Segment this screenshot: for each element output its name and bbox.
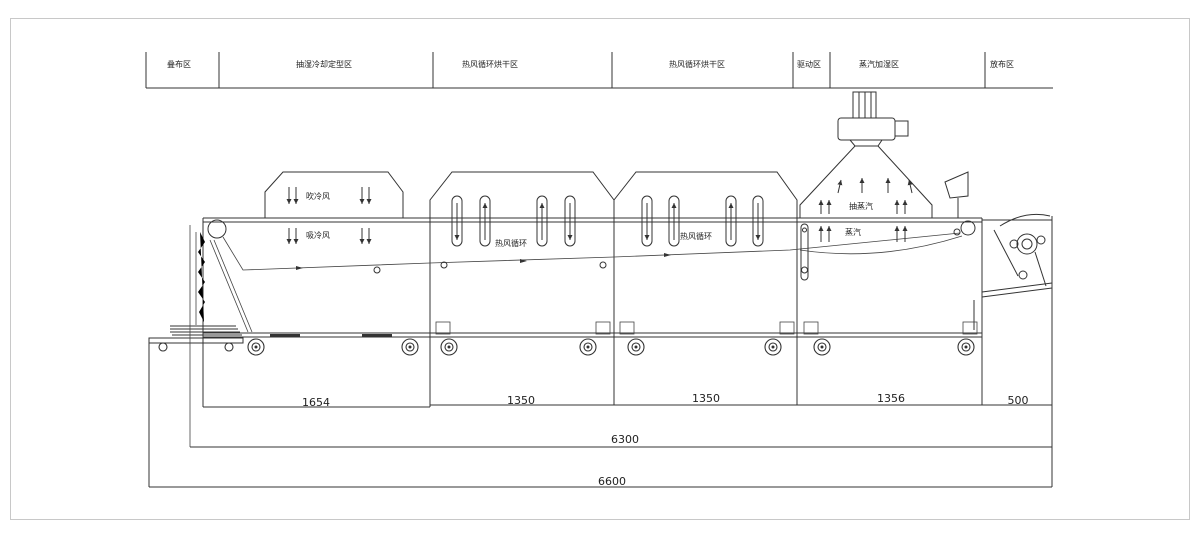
entry-roller — [207, 219, 381, 274]
zone-label-drive: 驱动区 — [797, 59, 821, 69]
frame-border — [10, 18, 1190, 520]
steam-label: 蒸汽 — [845, 227, 861, 237]
dimension-unload-section: 500 — [1008, 394, 1029, 407]
zone-label-folding: 叠布区 — [167, 59, 191, 69]
cloth-folder — [189, 225, 253, 447]
dimension-overall-length: 6600 — [598, 475, 626, 488]
steam-exhaust-unit — [837, 91, 909, 147]
drive-chain — [800, 223, 809, 281]
zone-label-drying-1: 热风循环烘干区 — [462, 59, 518, 69]
table-wheel — [158, 342, 234, 352]
cooling-hood — [264, 171, 404, 219]
zone-label-steam-humidifying: 蒸汽加湿区 — [859, 59, 899, 69]
hot-air-circulation-label-2: 热风循环 — [680, 231, 712, 241]
drying-hood-2 — [613, 171, 798, 219]
dimension-cooling-section: 1654 — [302, 396, 330, 409]
hot-air-loops-1 — [451, 195, 576, 247]
dimension-lines — [149, 404, 1052, 488]
guide-rollers-1 — [440, 261, 607, 269]
zone-label-unloading: 放布区 — [990, 59, 1014, 69]
hot-air-loops-2 — [641, 195, 764, 247]
dimension-steam-section: 1356 — [877, 392, 905, 405]
steam-up-arrows — [818, 178, 913, 242]
cold-air-down-arrows — [286, 187, 372, 244]
suck-cold-air-label: 吸冷风 — [306, 230, 330, 240]
folding-table — [148, 325, 244, 487]
hot-air-arrows-1 — [454, 203, 573, 240]
zone-header — [145, 52, 1053, 89]
extract-steam-label: 抽蒸汽 — [849, 201, 873, 211]
bottom-plate — [270, 334, 300, 337]
dimension-machine-length: 6300 — [611, 433, 639, 446]
dimension-drying-section-2: 1350 — [692, 392, 720, 405]
zone-label-drying-2: 热风循环烘干区 — [669, 59, 725, 69]
belt-direction-arrows — [296, 253, 671, 270]
wheel-brackets — [435, 321, 978, 335]
dimension-drying-section-1: 1350 — [507, 394, 535, 407]
zone-label-cooling-setting: 抽湿冷却定型区 — [296, 59, 352, 69]
steam-nozzle — [944, 171, 976, 236]
machine-wheels — [247, 338, 975, 356]
hot-air-arrows-2 — [644, 203, 761, 240]
hot-air-circulation-label-1: 热风循环 — [495, 238, 527, 248]
unloading-unit — [973, 213, 1053, 330]
blow-cold-air-label: 吹冷风 — [306, 191, 330, 201]
bottom-plate — [362, 334, 392, 337]
